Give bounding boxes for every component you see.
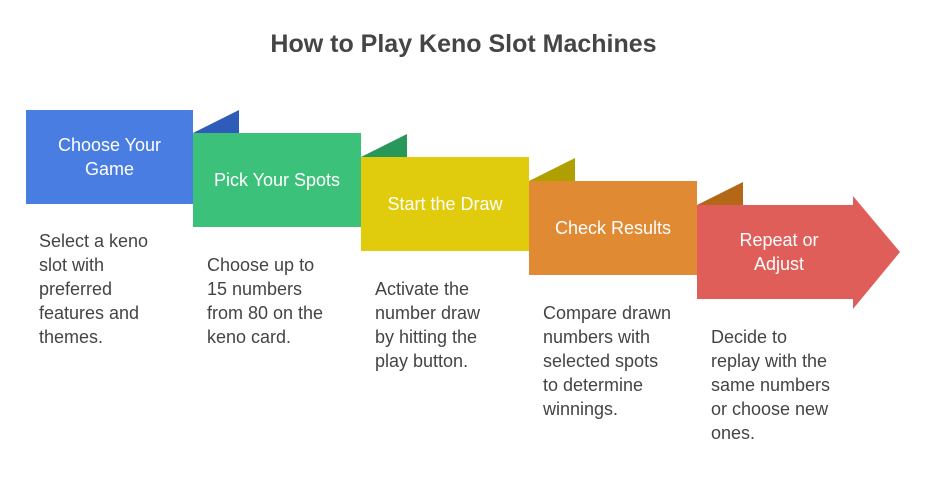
step-3-label: Start the Draw — [387, 194, 503, 214]
step-1-fold — [193, 110, 239, 133]
step-3-block — [361, 157, 529, 251]
diagram-title: How to Play Keno Slot Machines — [270, 30, 657, 58]
step-4-description: Compare drawn numbers with selected spot… — [543, 303, 672, 419]
step-4-label: Check Results — [554, 218, 672, 238]
step-1-label: Choose Your Game — [57, 135, 162, 179]
step-1-description: Select a keno slot with preferred featur… — [39, 231, 149, 347]
step-2-description: Choose up to 15 numbers from 80 on the k… — [207, 255, 324, 347]
step-2-block — [193, 133, 361, 227]
step-5-label: Repeat or Adjust — [739, 230, 819, 274]
step-5-arrow — [697, 196, 900, 309]
step-2-fold — [361, 134, 407, 157]
step-5-description: Decide to replay with the same numbers o… — [711, 327, 831, 443]
step-4-fold — [697, 182, 743, 205]
step-2-label: Pick Your Spots — [213, 170, 341, 190]
step-4-block — [529, 181, 697, 275]
step-1-block — [26, 110, 193, 204]
step-3-description: Activate the number draw by hitting the … — [375, 279, 481, 371]
step-3-fold — [529, 158, 575, 181]
